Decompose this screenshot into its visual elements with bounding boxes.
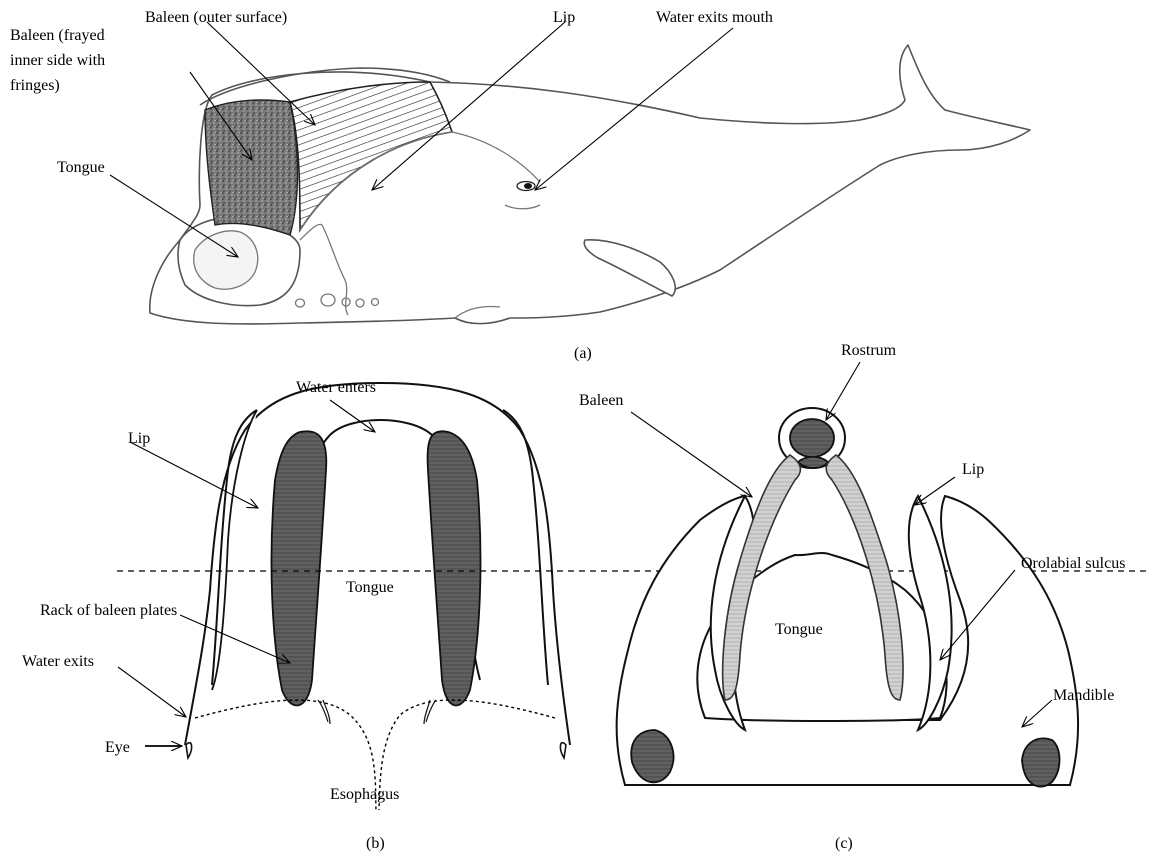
label-baleen-frayed-2: inner side with [10, 52, 105, 69]
label-rostrum: Rostrum [841, 342, 897, 359]
label-lip-c: Lip [962, 461, 984, 478]
label-eye: Eye [105, 739, 130, 756]
caption-c: (c) [835, 835, 853, 852]
label-tongue-b: Tongue [346, 579, 394, 596]
rostrum-bone [790, 419, 834, 457]
arrow-rostrum [826, 362, 860, 420]
mandible-right [1022, 738, 1060, 786]
label-mandible: Mandible [1053, 687, 1114, 704]
label-tongue-a: Tongue [57, 159, 105, 176]
caption-b: (b) [366, 835, 385, 852]
label-orolabial: Orolabial sulcus [1021, 555, 1125, 572]
label-baleen-frayed-1: Baleen (frayed [10, 27, 105, 44]
caption-a: (a) [574, 345, 592, 362]
label-water-exits-mouth: Water exits mouth [656, 9, 773, 26]
mandible-left [631, 730, 673, 782]
label-water-exits: Water exits [22, 653, 94, 670]
label-water-enters: Water enters [296, 379, 376, 396]
label-lip-b: Lip [128, 430, 150, 447]
label-tongue-c: Tongue [775, 621, 823, 638]
baleen-frayed-inner [205, 100, 298, 235]
arrow-baleen-c [631, 412, 752, 497]
label-esophagus: Esophagus [330, 786, 399, 803]
arrow-water-exits [118, 667, 186, 717]
label-baleen-c: Baleen [579, 392, 623, 409]
panel-a-whale-side-view: Baleen (outer surface) Baleen (frayed in… [10, 9, 1030, 362]
label-baleen-outer: Baleen (outer surface) [145, 9, 287, 26]
panel-c-cross-section: Rostrum Baleen Lip Orolabial sulcus Tong… [579, 342, 1125, 852]
label-lip-a: Lip [553, 9, 575, 26]
label-baleen-frayed-3: fringes) [10, 77, 60, 94]
label-rack: Rack of baleen plates [40, 602, 177, 619]
